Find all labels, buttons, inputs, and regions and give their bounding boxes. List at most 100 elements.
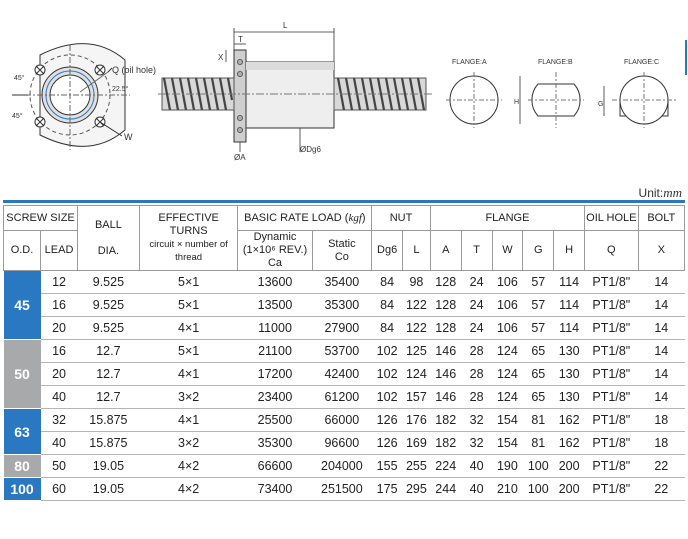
table-cell: PT1/8" <box>584 270 639 294</box>
table-cell: 100 <box>522 477 554 501</box>
header-dyn-line2: (1×10⁶ REV.) <box>242 244 308 256</box>
table-cell: 106 <box>492 270 523 294</box>
l-dimension-label: L <box>283 21 288 30</box>
table-cell: 126 <box>371 408 403 432</box>
header-l: L <box>402 230 431 271</box>
table-cell: 53700 <box>312 339 372 363</box>
h-dimension-label: H <box>514 99 519 106</box>
table-cell: 124 <box>492 339 523 363</box>
od-cell: 80 <box>3 454 41 478</box>
table-cell: 128 <box>430 293 462 317</box>
header-brl-prefix: BASIC RATE LOAD ( <box>244 211 349 224</box>
table-cell: 40 <box>461 454 492 478</box>
table-cell: 175 <box>371 477 403 501</box>
od-cell: 63 <box>3 408 41 455</box>
table-cell: 81 <box>522 408 554 432</box>
table-cell: 102 <box>371 385 403 409</box>
header-od: O.D. <box>2 230 42 271</box>
table-cell: PT1/8" <box>584 316 639 340</box>
phi-a-label: ØA <box>234 153 246 162</box>
table-cell: 84 <box>371 316 403 340</box>
table-cell: 106 <box>492 316 523 340</box>
table-cell: 32 <box>461 431 492 455</box>
table-cell: 13600 <box>237 270 313 294</box>
table-cell: PT1/8" <box>584 385 639 409</box>
table-cell: 224 <box>430 454 462 478</box>
flange-a-label: FLANGE:A <box>452 59 487 66</box>
table-cell: PT1/8" <box>584 454 639 478</box>
table-cell: 210 <box>492 477 523 501</box>
table-cell: 40 <box>461 477 492 501</box>
table-cell: 65 <box>522 385 554 409</box>
header-h: H <box>553 230 586 271</box>
table-cell: 5×1 <box>139 339 238 363</box>
header-ball-line2: DIA. <box>97 244 120 257</box>
table-cell: 65 <box>522 362 554 386</box>
table-cell: 14 <box>638 339 685 363</box>
angle-label-45-top: 45° <box>14 74 25 82</box>
header-ball-dia: BALL DIA. <box>77 205 140 271</box>
table-cell: 16 <box>40 339 78 363</box>
table-cell: 146 <box>430 339 462 363</box>
table-cell: 4×2 <box>139 477 238 501</box>
header-nut: NUT <box>371 205 431 231</box>
table-cell: 169 <box>402 431 431 455</box>
table-cell: 204000 <box>312 454 372 478</box>
table-cell: 255 <box>402 454 431 478</box>
table-cell: 130 <box>553 385 585 409</box>
header-eff-sub2: thread <box>175 252 203 263</box>
t-dimension-label: T <box>238 35 243 44</box>
table-cell: 100 <box>522 454 554 478</box>
table-cell: 50 <box>40 454 78 478</box>
table-cell: 73400 <box>237 477 313 501</box>
flange-c-shape <box>603 72 676 128</box>
table-cell: 12.7 <box>77 362 140 386</box>
table-cell: 4×1 <box>139 408 238 432</box>
table-cell: 25500 <box>237 408 313 432</box>
table-cell: 9.525 <box>77 316 140 340</box>
table-cell: 9.525 <box>77 293 140 317</box>
flange-a-shape <box>446 72 502 128</box>
flange-b-shape <box>519 72 584 128</box>
table-cell: 3×2 <box>139 431 238 455</box>
table-cell: 14 <box>638 385 685 409</box>
table-cell: 24 <box>461 316 492 340</box>
od-cell: 45 <box>3 270 41 340</box>
table-cell: 102 <box>371 362 403 386</box>
header-stat-line2: Co <box>334 250 349 263</box>
table-cell: 28 <box>461 339 492 363</box>
od-cell: 50 <box>3 339 41 409</box>
ball-screw-drawing: Q (oil hole) 45° 45° 22.5° W L T X ØA ØD… <box>12 21 687 162</box>
flange-b-label: FLANGE:B <box>538 59 573 66</box>
header-eff-line2: TURNS <box>169 225 208 237</box>
table-cell: 14 <box>638 293 685 317</box>
table-cell: 60 <box>40 477 78 501</box>
header-bolt: BOLT <box>637 205 686 231</box>
header-lead: LEAD <box>40 230 79 271</box>
dimension-lines <box>225 28 335 152</box>
table-cell: 18 <box>638 408 685 432</box>
nut-side-view <box>233 49 335 143</box>
angle-label-45-bottom: 45° <box>12 112 23 120</box>
table-cell: 17200 <box>237 362 313 386</box>
table-cell: 27900 <box>312 316 372 340</box>
table-cell: 19.05 <box>77 477 140 501</box>
table-cell: 57 <box>522 270 554 294</box>
table-cell: 28 <box>461 362 492 386</box>
table-cell: 130 <box>553 339 585 363</box>
table-cell: 154 <box>492 408 523 432</box>
table-cell: 66600 <box>237 454 313 478</box>
table-cell: PT1/8" <box>584 408 639 432</box>
angle-label-22: 22.5° <box>112 85 129 93</box>
header-brl-suffix: ) <box>361 211 366 224</box>
table-cell: 98 <box>402 270 431 294</box>
header-ball-line1: BALL <box>94 218 122 231</box>
table-cell: 19.05 <box>77 454 140 478</box>
header-brl-unit: kgf <box>348 211 362 224</box>
